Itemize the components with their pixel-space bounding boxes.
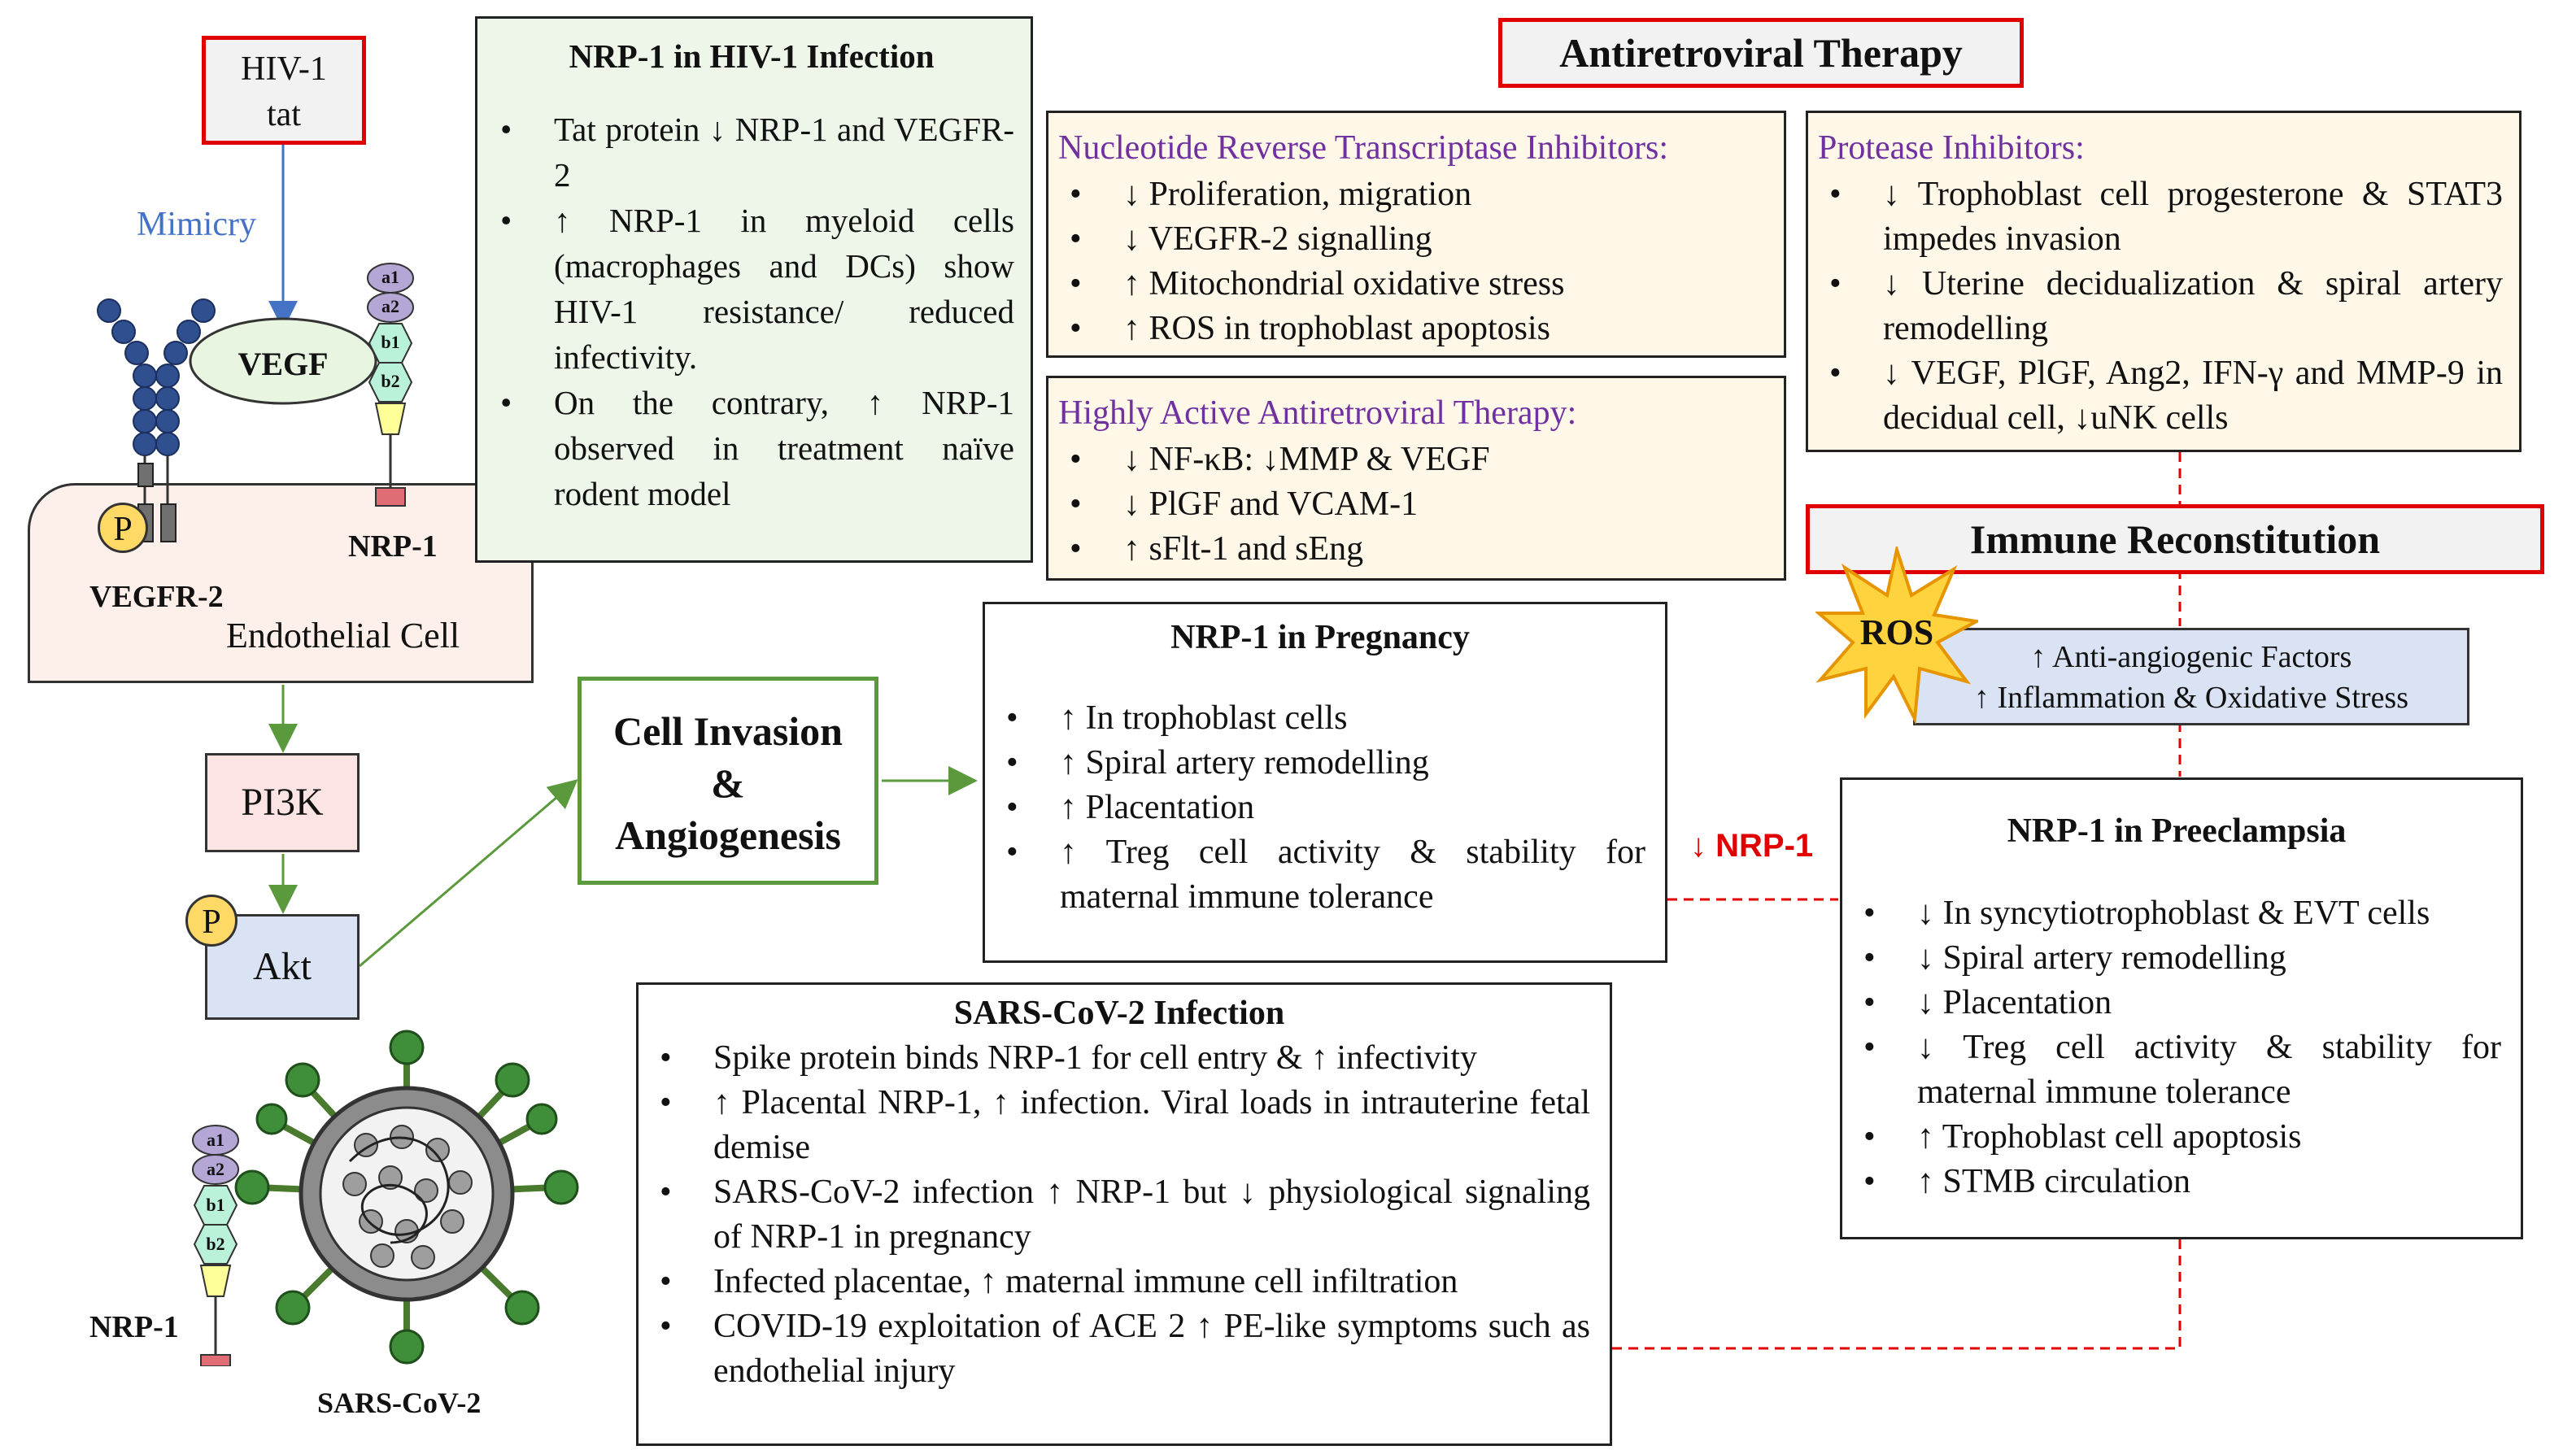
hiv-infection-item: On the contrary, ↑ NRP-1 observed in tre…	[489, 380, 1014, 516]
pi-item: ↓ Trophoblast cell progesterone & STAT3 …	[1818, 172, 2503, 262]
sars-title: SARS-CoV-2 Infection	[953, 995, 1285, 1032]
nrp1-decrease-label: ↓ NRP-1	[1690, 828, 1814, 864]
vegf-label: VEGF	[238, 346, 329, 382]
nrp1-lower-receptor	[192, 1125, 239, 1366]
pregnancy-box: NRP-1 in Pregnancy ↑ In trophoblast cell…	[983, 602, 1667, 963]
haart-box: Highly Active Antiretroviral Therapy: ↓ …	[1046, 376, 1786, 581]
hiv-infection-item: ↑ NRP-1 in myeloid cells (macrophages an…	[489, 198, 1014, 380]
phospho-badge: P	[98, 503, 148, 553]
nrti-box: Nucleotide Reverse Transcriptase Inhibit…	[1046, 111, 1786, 358]
antiangio-line2: ↑ Inflammation & Oxidative Stress	[1973, 681, 2409, 715]
sars-item: ↑ Placental NRP-1, ↑ infection. Viral lo…	[648, 1081, 1590, 1170]
preeclampsia-title: NRP-1 in Preeclampsia	[2007, 812, 2347, 850]
mimicry-label: Mimicry	[137, 206, 256, 243]
domain-a2-label: a2	[381, 296, 399, 316]
nrti-item: ↓ Proliferation, migration	[1058, 172, 1774, 217]
cell-invasion-line1: Cell Invasion	[612, 708, 843, 754]
pi-item: ↓ Uterine decidualization & spiral arter…	[1818, 262, 2503, 351]
virus-label: SARS-CoV-2	[317, 1387, 482, 1419]
nrti-item: ↑ ROS in trophoblast apoptosis	[1058, 307, 1774, 351]
haart-item: ↓ NF-κB: ↓MMP & VEGF	[1058, 438, 1774, 482]
preeclampsia-item: ↓ In syncytiotrophoblast & EVT cells	[1852, 891, 2501, 936]
domain-a1-lower-label: a1	[207, 1130, 224, 1150]
hiv-infection-box: NRP-1 in HIV-1 Infection Tat protein ↓ N…	[475, 16, 1033, 563]
vegfr2-receptor	[97, 298, 216, 542]
sars-cov-2-virus-icon	[234, 1030, 579, 1365]
nrti-heading: Nucleotide Reverse Transcriptase Inhibit…	[1058, 129, 1669, 167]
haart-item: ↓ PlGF and VCAM-1	[1058, 482, 1774, 527]
pi-box: Protease Inhibitors: ↓ Trophoblast cell …	[1806, 111, 2522, 452]
hiv-tat-line1: HIV-1	[241, 50, 327, 88]
vegf-ligand	[189, 317, 377, 405]
haart-item: ↑ sFlt-1 and sEng	[1058, 527, 1774, 572]
akt-to-invasion-arrow	[359, 779, 578, 968]
sars-item: Spike protein binds NRP-1 for cell entry…	[648, 1036, 1590, 1081]
art-title-box: Antiretroviral Therapy	[1498, 18, 2024, 88]
sars-to-pe-dash	[1612, 1239, 2182, 1350]
cell-invasion-line2: &	[711, 760, 745, 806]
sars-box: SARS-CoV-2 Infection Spike protein binds…	[636, 982, 1612, 1446]
preeclampsia-item: ↓ Placentation	[1852, 981, 2501, 1025]
hiv-tat-line2: tat	[267, 96, 301, 133]
nrp1-lower-label: NRP-1	[89, 1310, 179, 1344]
domain-a2-lower-label: a2	[207, 1159, 224, 1179]
cell-invasion-line3: Angiogenesis	[615, 812, 841, 858]
nrti-item: ↓ VEGFR-2 signalling	[1058, 217, 1774, 262]
hiv-tat-box: HIV-1 tat	[202, 36, 366, 145]
pregnancy-item: ↑ In trophoblast cells	[995, 696, 1645, 741]
sars-item: SARS-CoV-2 infection ↑ NRP-1 but ↓ physi…	[648, 1170, 1590, 1260]
antiangio-line1: ↑ Anti-angiogenic Factors	[2030, 640, 2352, 674]
domain-a1-label: a1	[381, 267, 399, 287]
preeclampsia-item: ↑ STMB circulation	[1852, 1160, 2501, 1204]
ros-label: ROS	[1859, 612, 1934, 652]
pregnancy-item: ↑ Placentation	[995, 786, 1645, 830]
pi-item: ↓ VEGF, PlGF, Ang2, IFN-γ and MMP-9 in d…	[1818, 351, 2503, 441]
pregnancy-item: ↑ Spiral artery remodelling	[995, 741, 1645, 786]
vegfr2-label: VEGFR-2	[89, 580, 224, 614]
domain-b1-lower-label: b1	[206, 1195, 225, 1215]
preeclampsia-box: NRP-1 in Preeclampsia ↓ In syncytiotroph…	[1840, 777, 2523, 1239]
haart-heading: Highly Active Antiretroviral Therapy:	[1058, 394, 1577, 432]
domain-b1-label: b1	[381, 332, 400, 352]
preeclampsia-item: ↓ Spiral artery remodelling	[1852, 936, 2501, 981]
sars-item: COVID-19 exploitation of ACE 2 ↑ PE-like…	[648, 1304, 1590, 1394]
domain-b2-lower-label: b2	[206, 1234, 225, 1254]
sars-item: Infected placentae, ↑ maternal immune ce…	[648, 1260, 1590, 1304]
nrti-item: ↑ Mitochondrial oxidative stress	[1058, 262, 1774, 307]
cell-invasion-box: Cell Invasion & Angiogenesis	[578, 677, 878, 885]
receptor-diagram	[97, 263, 414, 542]
ros-burst-icon	[1815, 546, 1978, 725]
endothelial-cell	[28, 483, 534, 683]
domain-b2-label: b2	[381, 371, 400, 391]
hiv-infection-title: NRP-1 in HIV-1 Infection	[569, 37, 935, 75]
nrp1-top-label: NRP-1	[348, 529, 438, 564]
pregnancy-item: ↑ Treg cell activity & stability for mat…	[995, 830, 1645, 920]
nrp1-receptor	[367, 263, 414, 507]
preeclampsia-item: ↑ Trophoblast cell apoptosis	[1852, 1115, 2501, 1160]
akt-phospho-badge: P	[185, 895, 238, 947]
pregnancy-title: NRP-1 in Pregnancy	[1170, 619, 1470, 656]
endothelial-cell-label: Endothelial Cell	[226, 616, 460, 655]
antiangio-box: ↑ Anti-angiogenic Factors ↑ Inflammation…	[1913, 628, 2469, 725]
akt-box: Akt	[205, 914, 360, 1020]
hiv-infection-item: Tat protein ↓ NRP-1 and VEGFR-2	[489, 107, 1014, 198]
preeclampsia-item: ↓ Treg cell activity & stability for mat…	[1852, 1025, 2501, 1115]
pi3k-box: PI3K	[205, 753, 360, 852]
pi-heading: Protease Inhibitors:	[1818, 129, 2085, 167]
immune-title-box: Immune Reconstitution	[1806, 504, 2544, 574]
